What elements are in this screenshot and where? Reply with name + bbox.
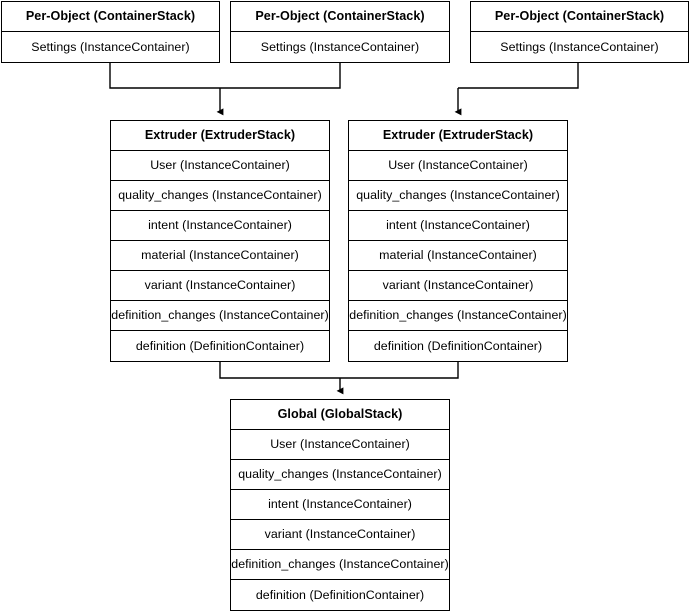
per-object-stack-0-row-settings: Settings (InstanceContainer) xyxy=(2,32,219,62)
global-stack-row-user: User (InstanceContainer) xyxy=(231,430,449,460)
per-object-stack-0-header: Per-Object (ContainerStack) xyxy=(2,2,219,32)
extruder-stack-1-header: Extruder (ExtruderStack) xyxy=(349,121,567,151)
extruder-stack-0-row-definition-changes: definition_changes (InstanceContainer) xyxy=(111,301,329,331)
global-stack-row-intent: intent (InstanceContainer) xyxy=(231,490,449,520)
connector-po0-to-extruder0 xyxy=(109,61,220,89)
per-object-stack-1-header: Per-Object (ContainerStack) xyxy=(231,2,449,32)
extruder-stack-1-row-material: material (InstanceContainer) xyxy=(349,241,567,271)
extruder-stack-0-header: Extruder (ExtruderStack) xyxy=(111,121,329,151)
per-object-stack-2-row-settings: Settings (InstanceContainer) xyxy=(471,32,688,62)
per-object-stack-0[interactable]: Per-Object (ContainerStack) Settings (In… xyxy=(1,1,220,63)
connector-po2-to-extruder1 xyxy=(458,61,579,89)
global-stack-row-variant: variant (InstanceContainer) xyxy=(231,520,449,550)
extruder-stack-0-row-quality-changes: quality_changes (InstanceContainer) xyxy=(111,181,329,211)
per-object-stack-1[interactable]: Per-Object (ContainerStack) Settings (In… xyxy=(230,1,450,63)
extruder-stack-0[interactable]: Extruder (ExtruderStack) User (InstanceC… xyxy=(110,120,330,362)
extruder-stack-0-row-intent: intent (InstanceContainer) xyxy=(111,211,329,241)
connector-po1-to-extruder0 xyxy=(220,61,341,89)
global-stack-row-definition: definition (DefinitionContainer) xyxy=(231,580,449,610)
extruder-stack-1-row-quality-changes: quality_changes (InstanceContainer) xyxy=(349,181,567,211)
global-stack[interactable]: Global (GlobalStack) User (InstanceConta… xyxy=(230,399,450,611)
extruder-stack-1-row-definition-changes: definition_changes (InstanceContainer) xyxy=(349,301,567,331)
per-object-stack-2-header: Per-Object (ContainerStack) xyxy=(471,2,688,32)
per-object-stack-2[interactable]: Per-Object (ContainerStack) Settings (In… xyxy=(470,1,689,63)
extruder-stack-1-row-intent: intent (InstanceContainer) xyxy=(349,211,567,241)
global-stack-header: Global (GlobalStack) xyxy=(231,400,449,430)
extruder-stack-1-row-variant: variant (InstanceContainer) xyxy=(349,271,567,301)
extruder-stack-1-row-definition: definition (DefinitionContainer) xyxy=(349,331,567,361)
extruder-stack-0-row-variant: variant (InstanceContainer) xyxy=(111,271,329,301)
extruder-stack-1[interactable]: Extruder (ExtruderStack) User (InstanceC… xyxy=(348,120,568,362)
per-object-stack-1-row-settings: Settings (InstanceContainer) xyxy=(231,32,449,62)
global-stack-row-definition-changes: definition_changes (InstanceContainer) xyxy=(231,550,449,580)
extruder-stack-0-row-user: User (InstanceContainer) xyxy=(111,151,329,181)
global-stack-row-quality-changes: quality_changes (InstanceContainer) xyxy=(231,460,449,490)
extruder-stack-0-row-definition: definition (DefinitionContainer) xyxy=(111,331,329,361)
connector-extruder1-to-global xyxy=(340,360,459,379)
extruder-stack-1-row-user: User (InstanceContainer) xyxy=(349,151,567,181)
extruder-stack-0-row-material: material (InstanceContainer) xyxy=(111,241,329,271)
connector-extruder0-to-global xyxy=(219,360,340,379)
